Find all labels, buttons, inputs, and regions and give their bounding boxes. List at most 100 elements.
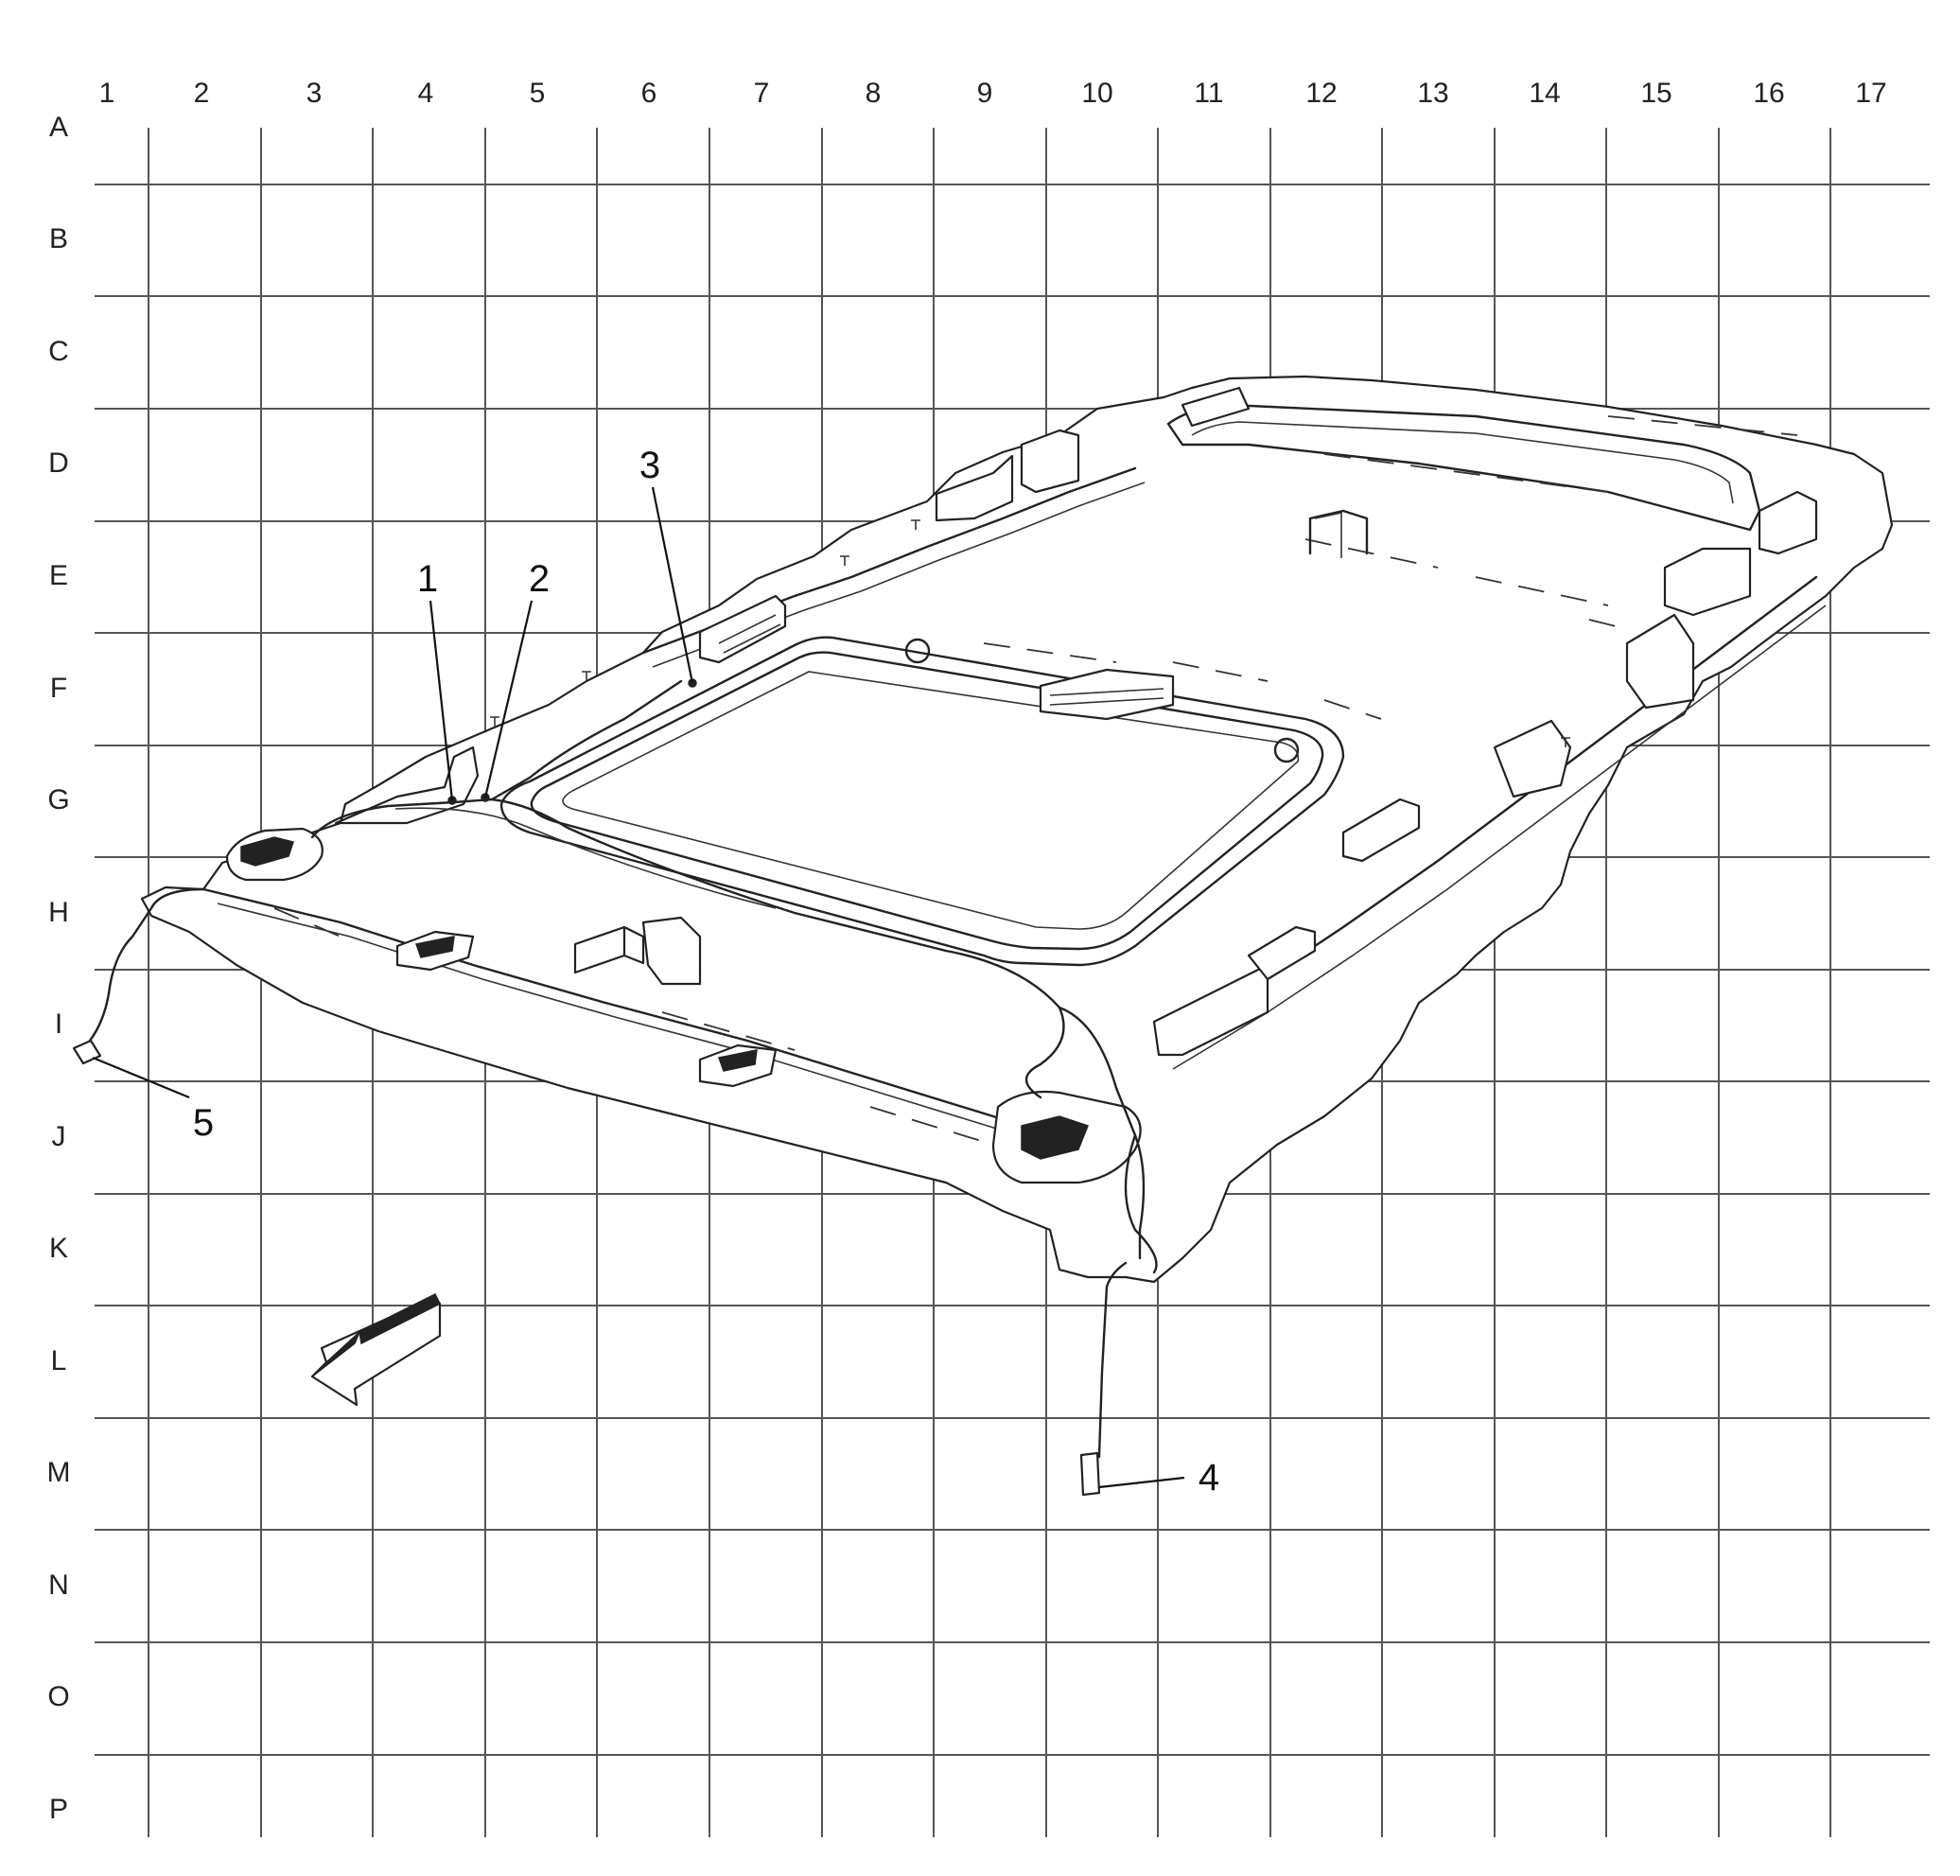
row-label: N (48, 1569, 69, 1601)
surface-guide-line (1304, 538, 1439, 569)
row-label: O (47, 1681, 69, 1712)
dome-light-rear (1039, 668, 1175, 721)
pigtail-harness-5 (88, 887, 205, 1043)
callout-1: 1 (417, 558, 438, 600)
column-label: 4 (418, 78, 434, 109)
column-label: 9 (977, 78, 993, 109)
surface-guide-line (983, 642, 1117, 663)
sunroof-opening-outer (499, 636, 1345, 967)
row-label: M (47, 1457, 71, 1488)
visor-clip-detail (718, 1049, 758, 1072)
grab-handle-bracket (698, 594, 787, 664)
callout-leaders (92, 486, 1185, 1489)
visor-clip-block (622, 925, 645, 965)
row-label: H (48, 897, 69, 928)
surface-guide-line (661, 1011, 796, 1051)
column-label: 5 (530, 78, 546, 109)
grab-handle-detail (718, 614, 781, 654)
visor-bracket-front-left (334, 745, 480, 825)
front-arrow-shade (359, 1292, 442, 1345)
visor-bracket-rear (935, 454, 1014, 522)
column-label: 10 (1081, 78, 1112, 109)
fastener (582, 671, 591, 681)
headliner-assembly (72, 375, 1894, 1497)
wiring-harness-right (1124, 1133, 1158, 1274)
leader-line-4 (1098, 1476, 1185, 1489)
side-block (1625, 613, 1695, 710)
fastener (490, 716, 499, 728)
column-label: 16 (1753, 78, 1784, 109)
front-arrow-body (310, 1302, 442, 1407)
headliner-outline (140, 375, 1894, 1284)
row-label: L (51, 1345, 67, 1376)
surface-guide-line (1588, 619, 1628, 630)
pigtail-harness-4 (1097, 1261, 1128, 1459)
connector-4 (1079, 1451, 1101, 1497)
surface-guide-line (1323, 699, 1382, 720)
rear-bracket (1308, 509, 1369, 555)
row-label: E (49, 560, 68, 591)
grab-handle-bracket-right (1341, 798, 1421, 863)
rear-corner-block (1758, 490, 1818, 555)
callout-4: 4 (1199, 1457, 1219, 1499)
grab-handle-bracket-right (1247, 925, 1317, 981)
grid-column-labels: 1 2 3 4 5 6 7 8 9 10 11 12 13 14 15 16 1… (99, 78, 1887, 109)
column-label: 11 (1194, 78, 1223, 109)
left-side-rail (201, 887, 1052, 1137)
column-label: 14 (1529, 78, 1560, 109)
left-side-rail-inner (217, 903, 1056, 1150)
rear-block (1020, 429, 1080, 494)
row-label: A (49, 112, 68, 143)
dome-light-rear-detail (1049, 688, 1164, 706)
surface-guide-line (1607, 415, 1798, 436)
column-label: 12 (1305, 78, 1337, 109)
callout-2: 2 (529, 558, 550, 600)
rear-opening-inner (1191, 421, 1734, 504)
column-label: 6 (641, 78, 657, 109)
rear-bracket-edge (1314, 512, 1342, 558)
wiring-harness-upper (490, 679, 683, 801)
row-label: B (49, 223, 68, 254)
sunroof-opening-inner (530, 651, 1324, 951)
surface-guide-line (273, 907, 341, 938)
side-block (1152, 963, 1269, 1057)
column-label: 3 (306, 78, 323, 109)
callout-5: 5 (193, 1102, 214, 1144)
visor-clip (641, 916, 702, 986)
visor-clip-detail (415, 936, 455, 958)
row-label: P (49, 1794, 68, 1825)
right-side-rail-inner (1172, 605, 1827, 1070)
row-label: I (55, 1008, 62, 1040)
row-label: C (48, 336, 69, 367)
grid-row-labels: A B C D E F G H I J K L M N O P (47, 112, 71, 1825)
fastener (1561, 737, 1570, 747)
fastener (911, 519, 920, 530)
surface-guide-line (869, 1106, 994, 1146)
leader-line-5 (92, 1056, 190, 1099)
row-label: G (47, 784, 69, 815)
column-label: 1 (99, 78, 115, 109)
side-block (1493, 719, 1572, 798)
column-label: 7 (754, 78, 770, 109)
column-label: 8 (866, 78, 882, 109)
column-label: 15 (1640, 78, 1671, 109)
row-label: K (49, 1233, 68, 1264)
row-label: F (50, 673, 67, 704)
wiring-harness-branch (394, 807, 777, 909)
surface-guide-line (1475, 576, 1609, 606)
callout-numbers: 1 2 3 4 5 (193, 445, 1219, 1499)
front-direction-arrow-icon (310, 1292, 442, 1407)
row-label: D (48, 447, 69, 479)
row-label: J (52, 1121, 66, 1152)
front-left-light-detail (240, 836, 294, 867)
rear-block (1181, 386, 1251, 428)
fastener (840, 555, 849, 566)
front-console-light-detail (1021, 1115, 1089, 1160)
column-label: 13 (1417, 78, 1448, 109)
column-label: 2 (194, 78, 210, 109)
column-label: 17 (1855, 78, 1886, 109)
coat-hook (1273, 737, 1300, 763)
wiring-harness-main (310, 798, 1065, 1099)
leader-line-1 (429, 600, 454, 801)
